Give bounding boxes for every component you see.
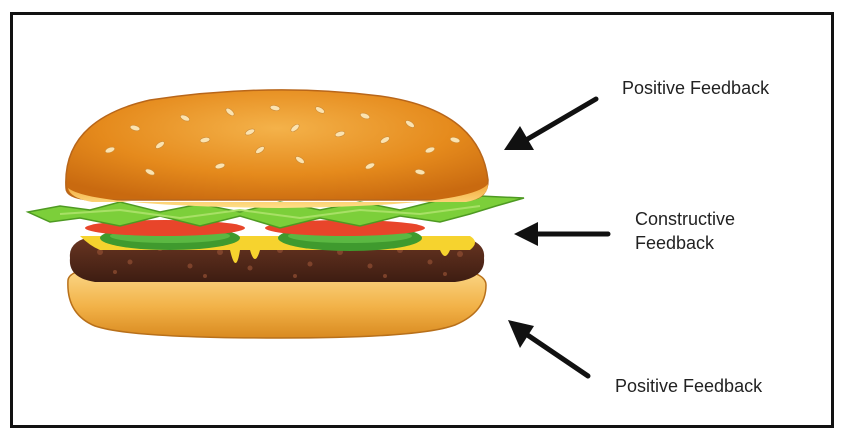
diagram-frame <box>10 12 834 428</box>
middle-label-line1: Constructive <box>635 209 736 229</box>
middle-arrow-icon <box>514 222 611 246</box>
top-arrow-icon <box>504 96 599 150</box>
bottom-arrow-icon <box>508 320 591 379</box>
top-bun <box>65 89 489 208</box>
lettuce <box>25 195 525 229</box>
middle-label: Constructive Feedback <box>635 207 735 255</box>
bottom-label: Positive Feedback <box>615 376 763 396</box>
middle-label-line2: Feedback <box>635 233 715 253</box>
top-label: Positive Feedback <box>622 78 770 98</box>
